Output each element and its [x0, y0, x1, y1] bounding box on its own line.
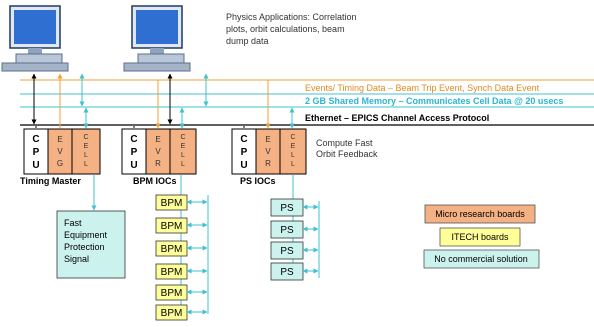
svg-text:No commercial solution: No commercial solution: [434, 254, 528, 264]
svg-text:EVR: EVR: [155, 135, 161, 168]
cell-board: [279, 128, 307, 175]
svg-text:PS: PS: [280, 267, 294, 278]
ps-module: PS: [270, 241, 319, 260]
cpu-board: [121, 128, 147, 175]
svg-text:BPM: BPM: [161, 221, 183, 232]
svg-text:ITECH boards: ITECH boards: [451, 232, 509, 242]
svg-text:BPM: BPM: [161, 198, 183, 209]
evr-board: [255, 128, 281, 175]
ps-module: PS: [270, 220, 319, 239]
legend-no-commercial: No commercial solution: [423, 249, 540, 269]
bpm-module: BPM: [155, 240, 208, 257]
svg-text:BPM: BPM: [161, 308, 183, 319]
ps-list: PS PS PS PS: [270, 198, 319, 281]
cpu-board: [231, 128, 257, 175]
computer-icon: [1, 5, 69, 72]
bpm-module: BPM: [155, 304, 208, 321]
bpm-module: BPM: [155, 194, 208, 211]
svg-text:BPM: BPM: [161, 288, 183, 299]
events-timing-label: Events/ Timing Data – Beam Trip Event, S…: [305, 83, 540, 93]
svg-text:Fast Equipment Pro: Fast Equipment Protection Signal: [64, 218, 110, 264]
shared-memory-label: 2 GB Shared Memory – Communicates Cell D…: [305, 96, 563, 106]
svg-text:CPU: CPU: [130, 134, 137, 171]
ps-module: PS: [270, 198, 319, 217]
svg-text:CPU: CPU: [32, 134, 39, 171]
cpu-board: [23, 128, 49, 175]
svg-text:Micro research boards: Micro research boards: [435, 209, 525, 219]
legend-micro-research: Micro research boards: [424, 204, 536, 224]
svg-text:PS: PS: [280, 203, 294, 214]
ps-iocs-label: PS IOCs: [240, 176, 276, 186]
svg-text:PS: PS: [280, 246, 294, 257]
bpm-module: BPM: [155, 263, 208, 280]
bpm-list: BPM BPM BPM BPM BPM BPM: [155, 194, 208, 321]
feedback-note: Compute Fast Orbit Feedback: [316, 138, 378, 159]
legend-itech: ITECH boards: [439, 227, 521, 247]
svg-text:EVG: EVG: [57, 135, 63, 168]
physics-applications-note: Physics Applications: Correlation plots,…: [226, 12, 359, 46]
cell-board: [169, 128, 197, 175]
legend: Micro research boards ITECH boards No co…: [423, 204, 540, 269]
bpm-module: BPM: [155, 284, 208, 301]
timing-master-label: Timing Master: [20, 176, 81, 186]
bpm-module: BPM: [155, 217, 208, 234]
svg-text:CPU: CPU: [240, 134, 247, 171]
protection-signal-box: Fast Equipment Protection Signal: [56, 210, 126, 279]
cell-board: [71, 128, 101, 175]
ethernet-label: Ethernet – EPICS Channel Access Protocol: [305, 113, 489, 123]
ps-module: PS: [270, 262, 319, 281]
evr-board: [145, 128, 171, 175]
bpm-iocs-label: BPM IOCs: [133, 176, 177, 186]
computer-icon: [123, 5, 191, 72]
svg-text:PS: PS: [280, 225, 294, 236]
svg-text:EVR: EVR: [265, 135, 271, 168]
svg-text:BPM: BPM: [161, 244, 183, 255]
svg-text:BPM: BPM: [161, 267, 183, 278]
